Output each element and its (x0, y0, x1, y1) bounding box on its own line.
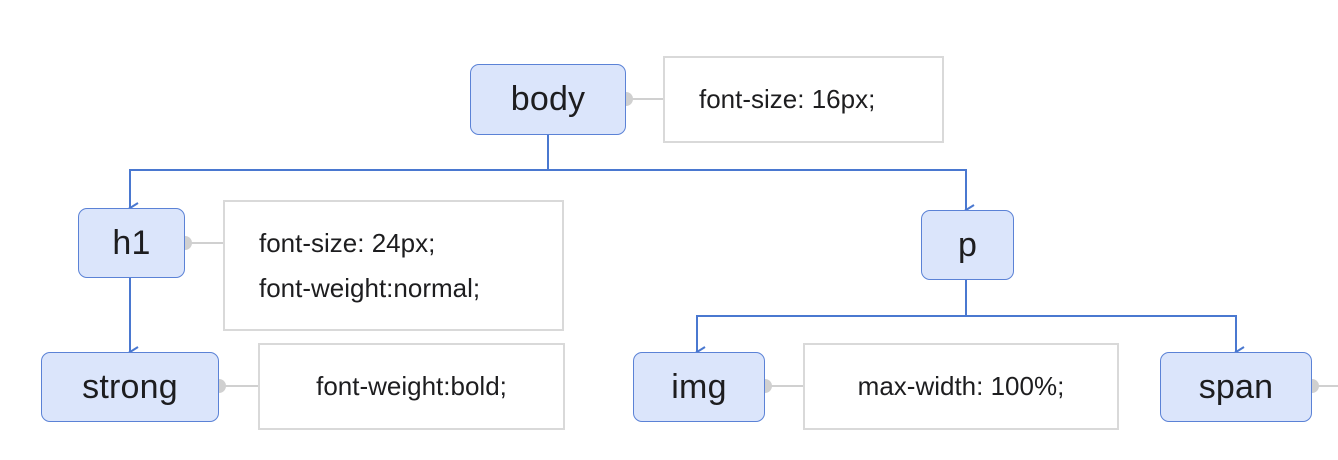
edge-body-to-p (548, 169, 975, 216)
node-span: span (1160, 352, 1312, 422)
style-rule: font-weight:normal; (259, 272, 481, 303)
style-rule: font-size: 16px; (699, 84, 876, 114)
node-img: img (633, 352, 765, 422)
style-rule: font-weight:bold; (316, 371, 507, 401)
style-rule: font-size: 24px; (259, 227, 436, 258)
style-box-strong: font-weight:bold; (258, 343, 565, 430)
edge-body-to-h1 (128, 135, 549, 214)
edge-p-to-img (695, 280, 967, 358)
style-box-body: font-size: 16px; (663, 56, 944, 143)
node-strong: strong (41, 352, 219, 422)
node-body: body (470, 64, 626, 135)
style-rule: max-width: 100%; (857, 371, 1065, 401)
style-box-img: max-width: 100%; (803, 343, 1119, 430)
node-h1: h1 (78, 208, 185, 278)
node-p: p (921, 210, 1014, 280)
style-box-h1: font-size: 24px; font-weight:normal; (223, 200, 564, 331)
